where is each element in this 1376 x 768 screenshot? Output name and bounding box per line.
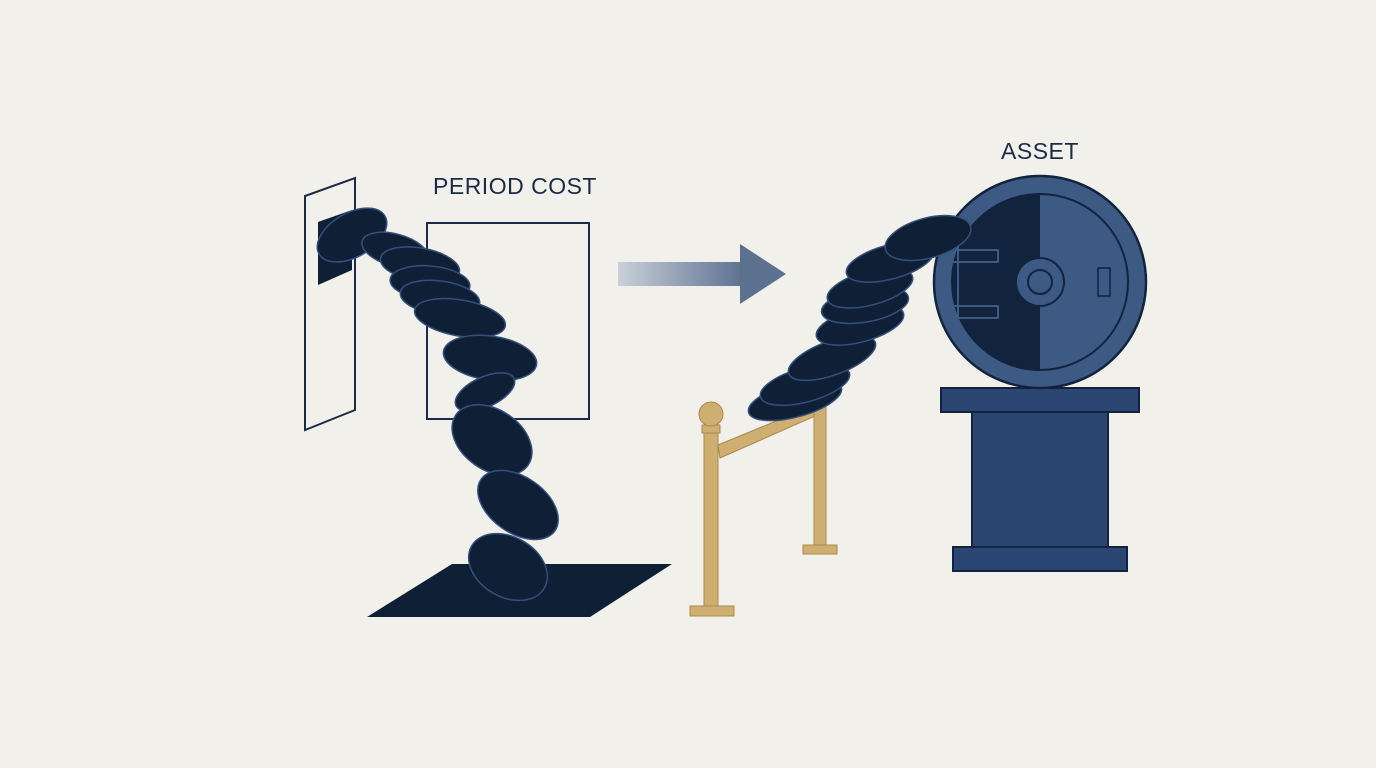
vault-shadow-half <box>952 194 1040 370</box>
coin <box>467 532 549 602</box>
asset-group: ASSET <box>689 138 1148 617</box>
vault-dial-inner <box>1027 269 1053 295</box>
vault-pedestal <box>940 387 1140 572</box>
coin <box>451 404 533 476</box>
stanchion-knob <box>698 401 724 427</box>
pedestal-base <box>952 546 1128 572</box>
coin <box>884 214 972 262</box>
pedestal-top <box>940 387 1140 413</box>
asset-label: ASSET <box>1001 138 1079 164</box>
arrow-shaft <box>618 262 744 286</box>
period-cost-label: PERIOD COST <box>433 173 597 199</box>
pedestal-column <box>971 411 1109 548</box>
rising-coin-stream <box>747 214 972 422</box>
vault-door <box>932 174 1148 390</box>
transition-arrow <box>618 244 786 304</box>
coin <box>454 372 516 412</box>
stanchion-base-right <box>802 544 838 555</box>
vault-hinge-bolts <box>947 240 999 330</box>
period-cost-group: PERIOD COST <box>304 173 672 617</box>
coin <box>477 469 559 541</box>
stanchion-post-right <box>813 394 827 548</box>
stanchion-barrier <box>689 394 838 617</box>
falling-coin-stream <box>316 207 559 602</box>
vault-latch <box>1097 267 1111 297</box>
stanchion-post-left <box>703 429 719 609</box>
coin <box>413 297 507 339</box>
stanchion-base-left <box>689 605 735 617</box>
wall-slot-panel <box>304 176 356 432</box>
arrow-head <box>740 244 786 304</box>
